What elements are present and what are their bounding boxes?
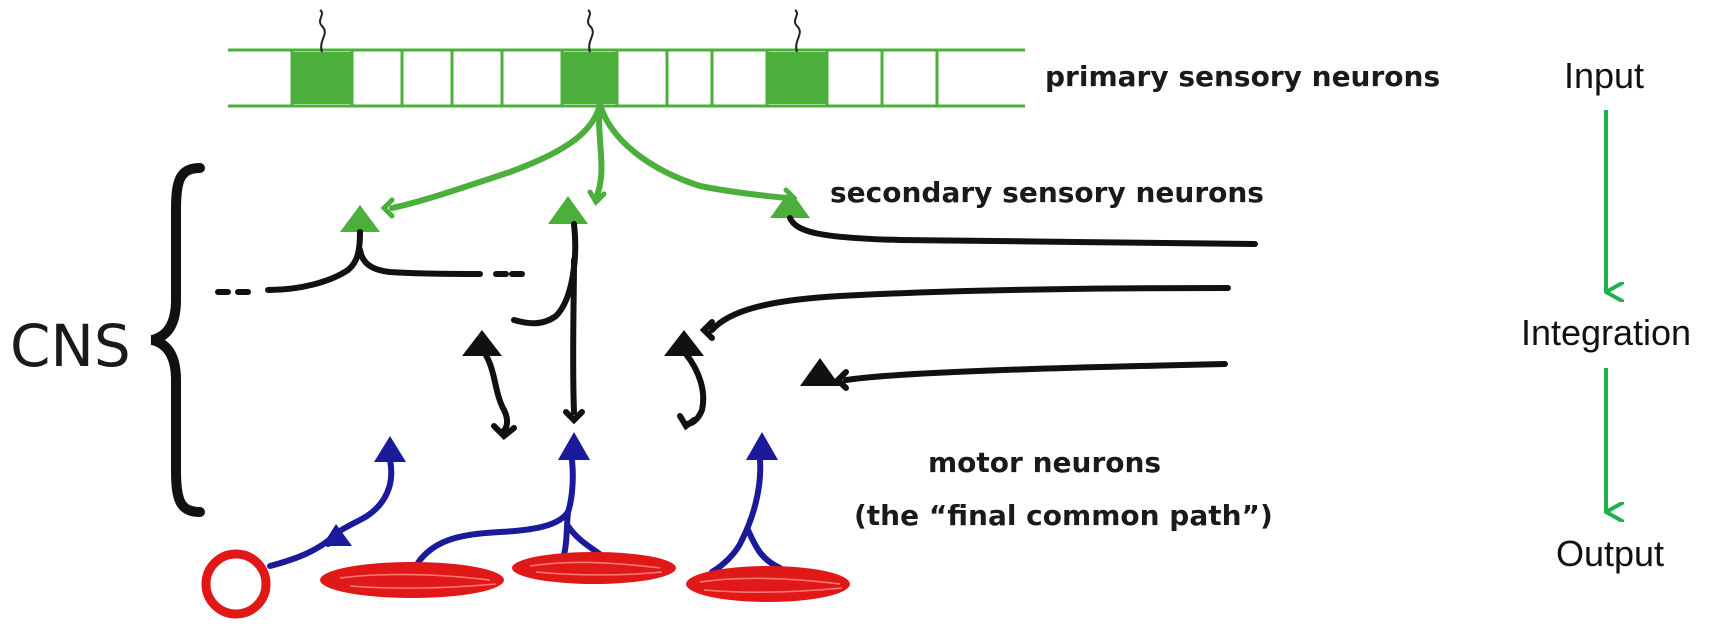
receptor-cilia (319, 9, 801, 53)
muscle-striations (339, 561, 843, 593)
muscle-spindle-ring (201, 549, 271, 619)
secondary-neuron-2 (548, 196, 588, 224)
motor-neurons (322, 432, 778, 546)
receptor-cell-2 (562, 52, 617, 104)
flow-integration: Integration (1521, 312, 1691, 353)
muscle-fiber-2 (512, 552, 676, 584)
flow-input: Input (1564, 55, 1644, 96)
receptor-cell-3 (767, 52, 827, 104)
motor-neuron-axons (267, 457, 783, 577)
label-final-common-path: (the “final common path”) (854, 499, 1273, 532)
sensory-receptor-cells (292, 52, 827, 104)
interneuron-2 (664, 330, 704, 356)
receptor-cell-1 (292, 52, 352, 104)
interneuron-pathways (215, 215, 1258, 441)
motor-neuron-3 (746, 432, 778, 460)
muscle-targets (201, 549, 850, 619)
label-primary-sensory-neurons: primary sensory neurons (1045, 60, 1440, 93)
label-cns: CNS (10, 312, 131, 380)
label-secondary-sensory-neurons: secondary sensory neurons (830, 176, 1264, 209)
flow-output: Output (1556, 533, 1664, 574)
interneuron-3 (800, 358, 840, 386)
cns-brace (150, 163, 205, 517)
label-motor-neurons: motor neurons (928, 446, 1161, 479)
muscle-fiber-1 (320, 562, 504, 598)
motor-neuron-2 (558, 432, 590, 460)
secondary-neuron-3 (770, 190, 810, 218)
primary-sensory-axons (380, 101, 798, 219)
secondary-sensory-neurons (340, 190, 810, 232)
secondary-neuron-1 (340, 205, 380, 232)
motor-neuron-small (322, 524, 352, 546)
interneuron-1 (462, 330, 502, 356)
muscle-fiber-3 (686, 566, 850, 602)
interneurons (462, 330, 840, 386)
motor-neuron-1 (374, 436, 406, 462)
